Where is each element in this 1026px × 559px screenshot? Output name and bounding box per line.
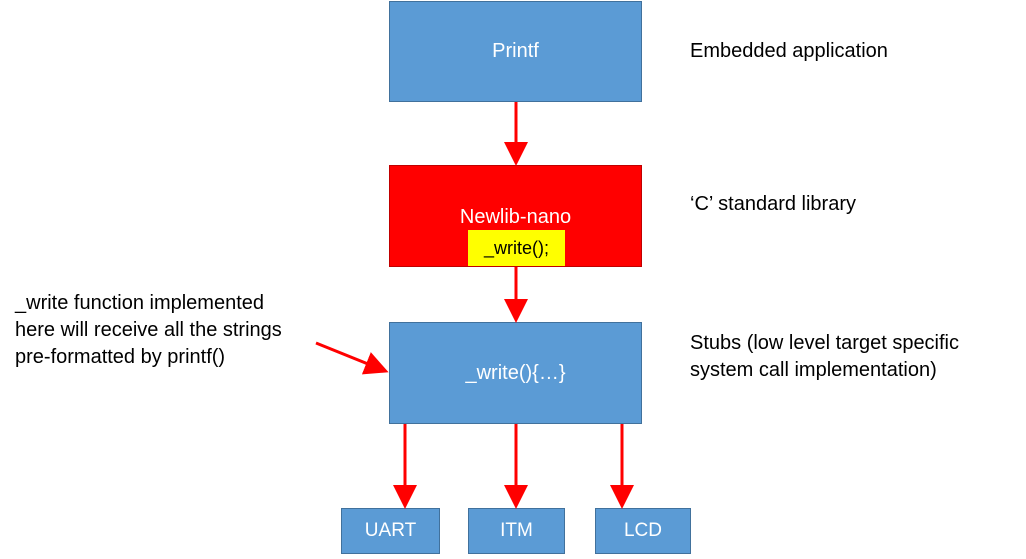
newlib-nano-label: Newlib-nano: [459, 206, 572, 228]
lcd-box: LCD: [595, 508, 691, 554]
write-call-highlight: _write();: [468, 230, 565, 266]
printf-label: Printf: [492, 40, 539, 62]
write-function-note: _write function implemented here will re…: [15, 292, 282, 368]
lcd-label: LCD: [623, 520, 662, 541]
embedded-application-label: Embedded application: [690, 40, 888, 62]
c-standard-library-label: ‘C’ standard library: [690, 193, 856, 215]
itm-label: ITM: [500, 520, 533, 541]
stubs-label: Stubs (low level target specific system …: [690, 332, 960, 381]
itm-box: ITM: [468, 508, 565, 554]
arrow-note-to-write: [315, 341, 389, 375]
printf-box: Printf: [389, 1, 642, 102]
uart-label: UART: [364, 520, 417, 541]
write-implementation-box: _write(){…}: [389, 322, 642, 424]
write-implementation-label: _write(){…}: [465, 361, 566, 384]
uart-box: UART: [341, 508, 440, 554]
